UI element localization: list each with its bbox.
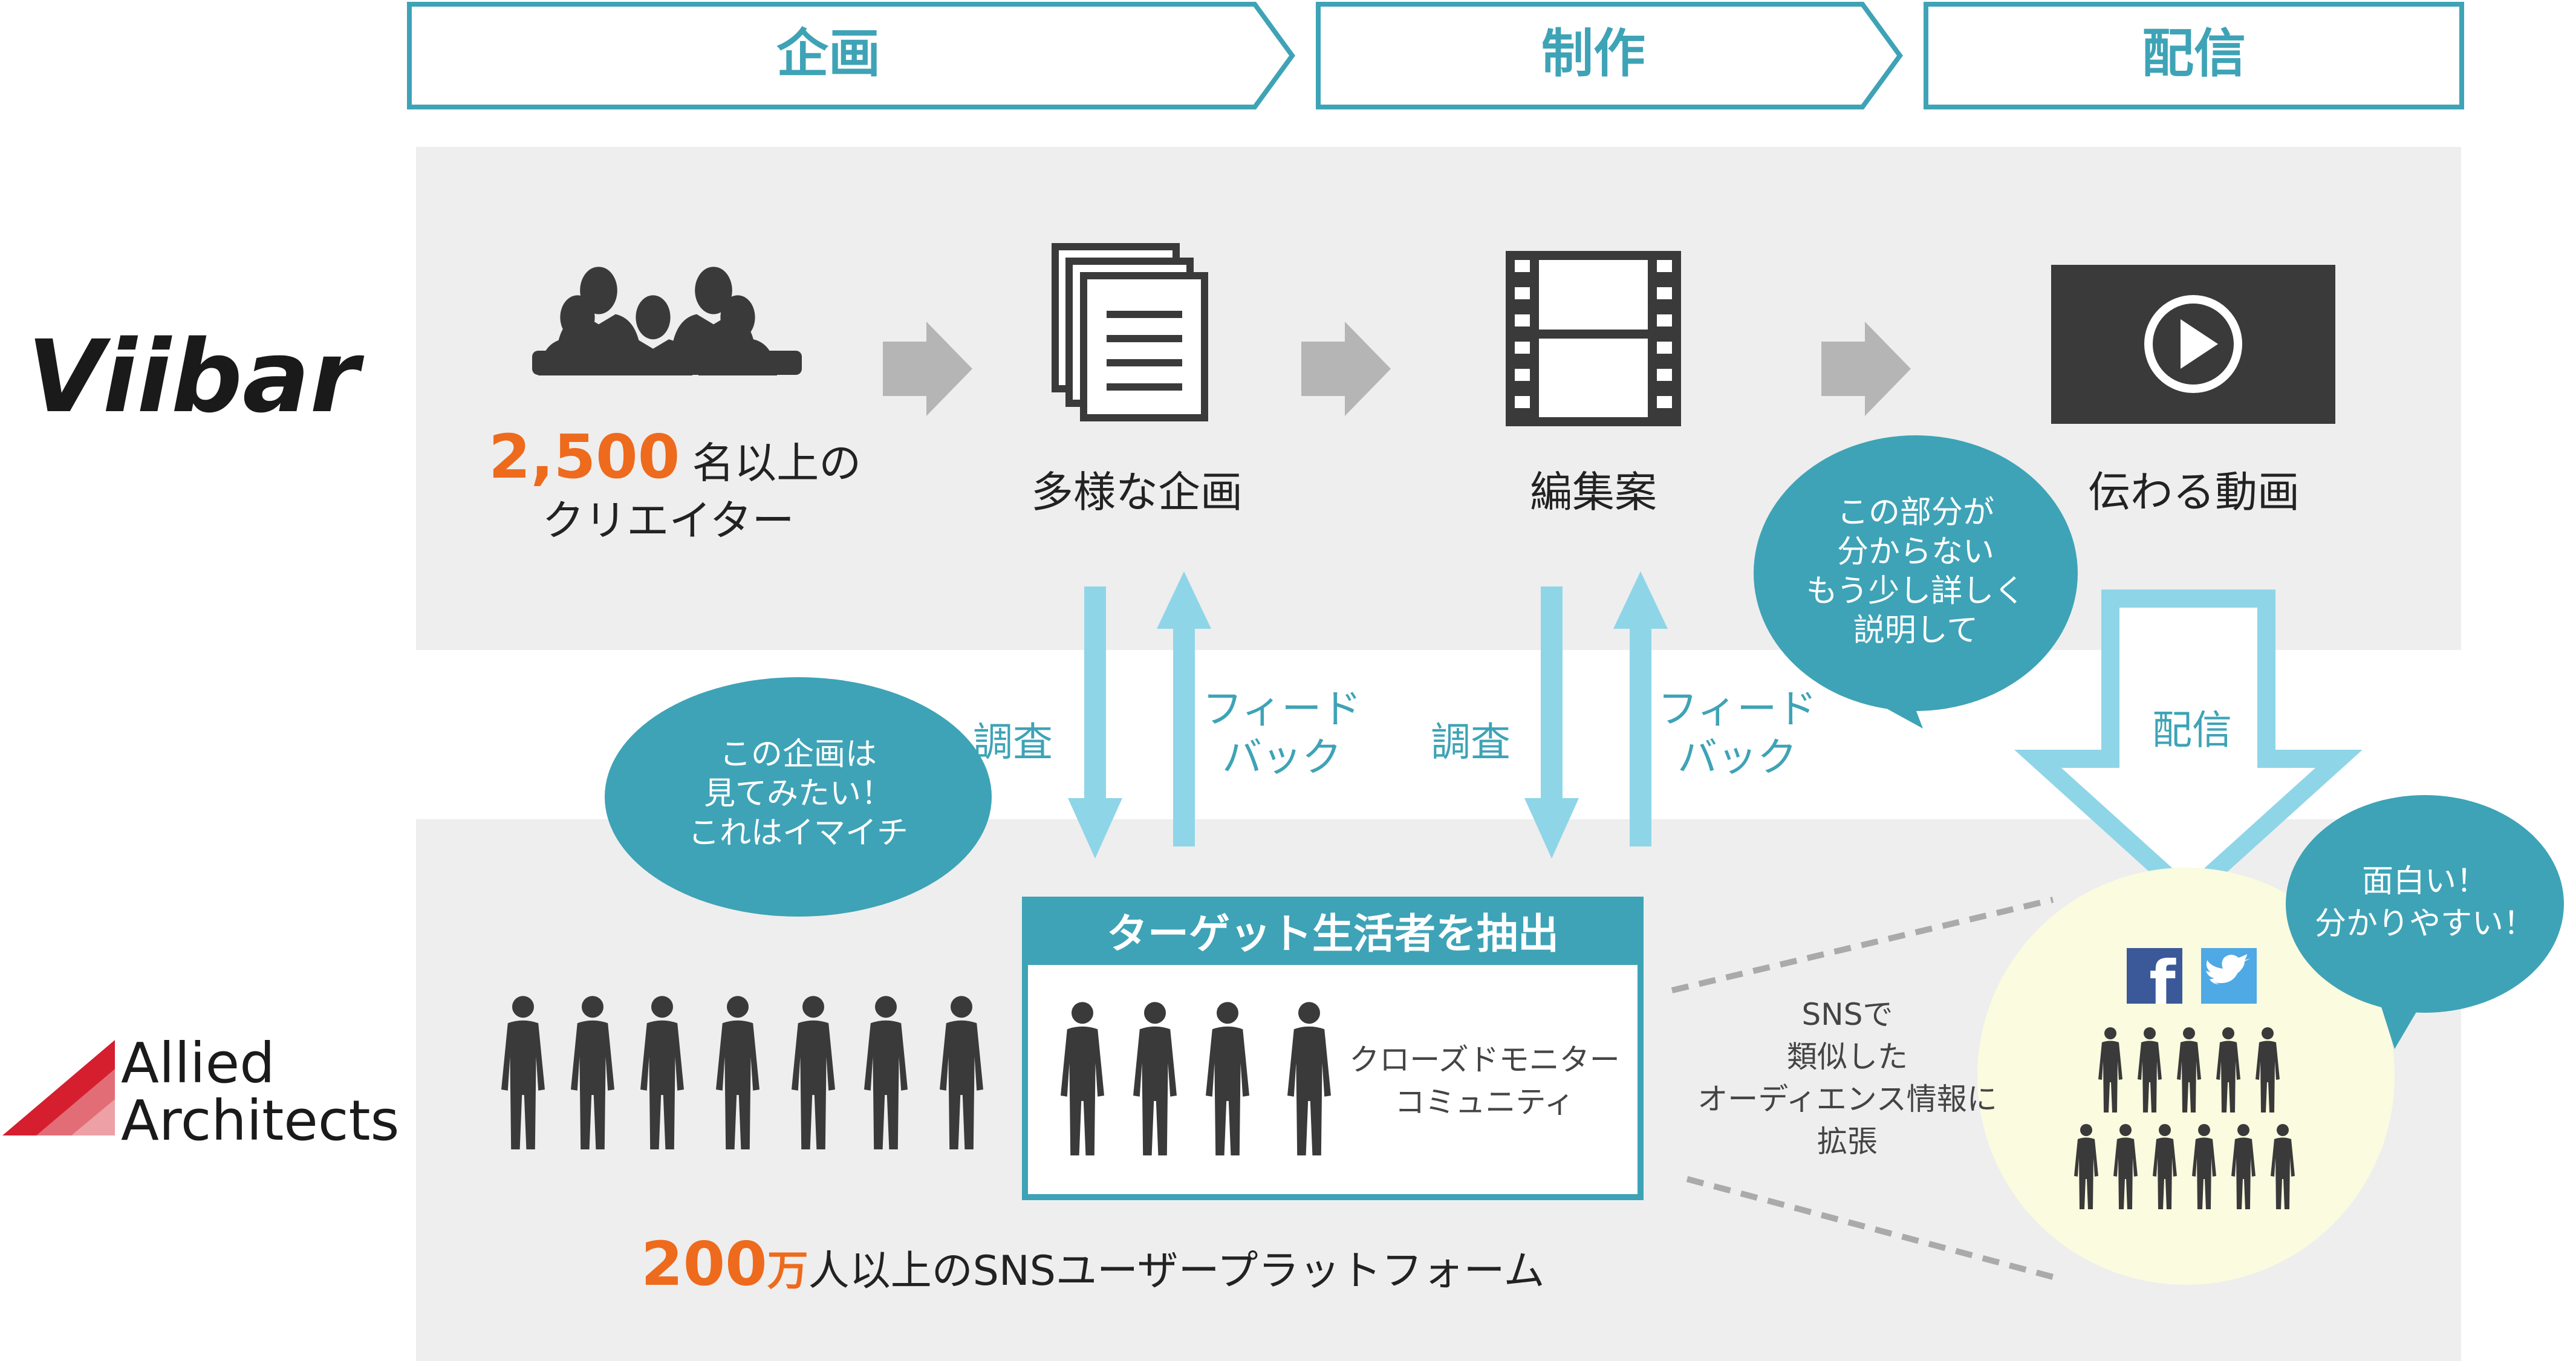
- feedback-label-2b: バック: [1677, 734, 1797, 781]
- distribution-label: 配信: [2152, 707, 2232, 753]
- creators-number: 2,500: [489, 421, 680, 492]
- bubble-middle-line1: この部分が: [1837, 495, 1994, 531]
- film-icon: [1506, 251, 1681, 426]
- survey-label-1: 調査: [973, 719, 1053, 765]
- users-suffix: 人以上のSNSユーザープラットフォーム: [808, 1247, 1545, 1295]
- creators-icon: [532, 267, 802, 375]
- phase-label-planning: 企画: [776, 24, 880, 84]
- feedback-label-1b: バック: [1222, 734, 1342, 781]
- bubble-middle-line4: 説明して: [1853, 612, 1978, 649]
- survey-arrow-1: [1068, 586, 1122, 859]
- phase-header-distribution: 配信: [1924, 2, 2464, 109]
- feedback-label-2a: フィード: [1658, 686, 1817, 732]
- expansion-line-bottom: [1686, 1176, 2054, 1280]
- step-arrow-1: [883, 322, 972, 416]
- step-arrow-2: [1301, 322, 1391, 416]
- survey-arrow-2: [1524, 586, 1579, 859]
- phase-header-planning: 企画: [407, 2, 1295, 109]
- bubble-left-line1: この企画は: [720, 736, 877, 773]
- creators-suffix: 名以上の: [692, 438, 861, 488]
- target-consumer-box: ターゲット生活者を抽出 クローズドモニター コミュニティ: [1022, 897, 1644, 1200]
- bubble-middle-line2: 分からない: [1837, 534, 1994, 570]
- feedback-label-1a: フィード: [1203, 686, 1362, 732]
- twitter-icon: [2201, 948, 2257, 1004]
- phase-header-production: 制作: [1316, 2, 1903, 109]
- users-unit: 万: [767, 1247, 808, 1295]
- distribution-arrow: 配信: [2014, 590, 2363, 908]
- bubble-right-line2: 分かりやすい！: [2315, 906, 2535, 942]
- sns-note-line2: 類似した: [1787, 1039, 1908, 1074]
- allied-architects-logo: Allied Architects: [2, 1031, 399, 1153]
- target-box-title: ターゲット生活者を抽出: [1107, 911, 1559, 958]
- plans-label: 多様な企画: [1031, 467, 1243, 517]
- users-number: 200: [641, 1229, 767, 1299]
- allied-logo-line2: Architects: [121, 1088, 399, 1153]
- bubble-middle-line3: もう少し詳しく: [1806, 573, 2025, 609]
- speech-bubble-middle: この部分が 分からない もう少し詳しく 説明して: [1754, 435, 2078, 729]
- phase-label-distribution: 配信: [2142, 24, 2246, 84]
- sns-users-caption: 200万人以上のSNSユーザープラットフォーム: [641, 1229, 1544, 1299]
- target-box-line2: コミュニティ: [1395, 1085, 1575, 1120]
- bubble-left-line2: 見てみたい！: [704, 776, 893, 812]
- speech-bubble-right: 面白い！ 分かりやすい！: [2286, 795, 2564, 1049]
- sns-note-line4: 拡張: [1817, 1124, 1878, 1159]
- phase-label-production: 制作: [1541, 24, 1645, 84]
- feedback-arrow-2: [1613, 571, 1668, 846]
- edit-plan-label: 編集案: [1530, 467, 1657, 517]
- target-box-line1: クローズドモニター: [1349, 1042, 1620, 1077]
- expansion-line-top: [1671, 897, 2054, 993]
- bubble-right-line1: 面白い！: [2362, 863, 2488, 900]
- sns-note-line1: SNSで: [1802, 997, 1893, 1032]
- creators-line2: クリエイター: [542, 496, 794, 545]
- sns-note-line3: オーディエンス情報に: [1697, 1082, 1997, 1117]
- viibar-logo: Viibar: [27, 319, 364, 435]
- allied-logo-line1: Allied: [121, 1031, 275, 1096]
- documents-icon: [1052, 243, 1208, 421]
- facebook-icon: f: [2127, 947, 2182, 1018]
- play-icon: [2051, 265, 2335, 424]
- bubble-left-line3: これはイマイチ: [688, 815, 908, 851]
- svg-text:f: f: [2149, 947, 2176, 1018]
- video-label: 伝わる動画: [2088, 467, 2300, 517]
- feedback-arrow-1: [1157, 571, 1211, 846]
- speech-bubble-left: この企画は 見てみたい！ これはイマイチ: [605, 677, 992, 917]
- step-arrow-3: [1821, 322, 1911, 416]
- survey-label-2: 調査: [1431, 719, 1511, 765]
